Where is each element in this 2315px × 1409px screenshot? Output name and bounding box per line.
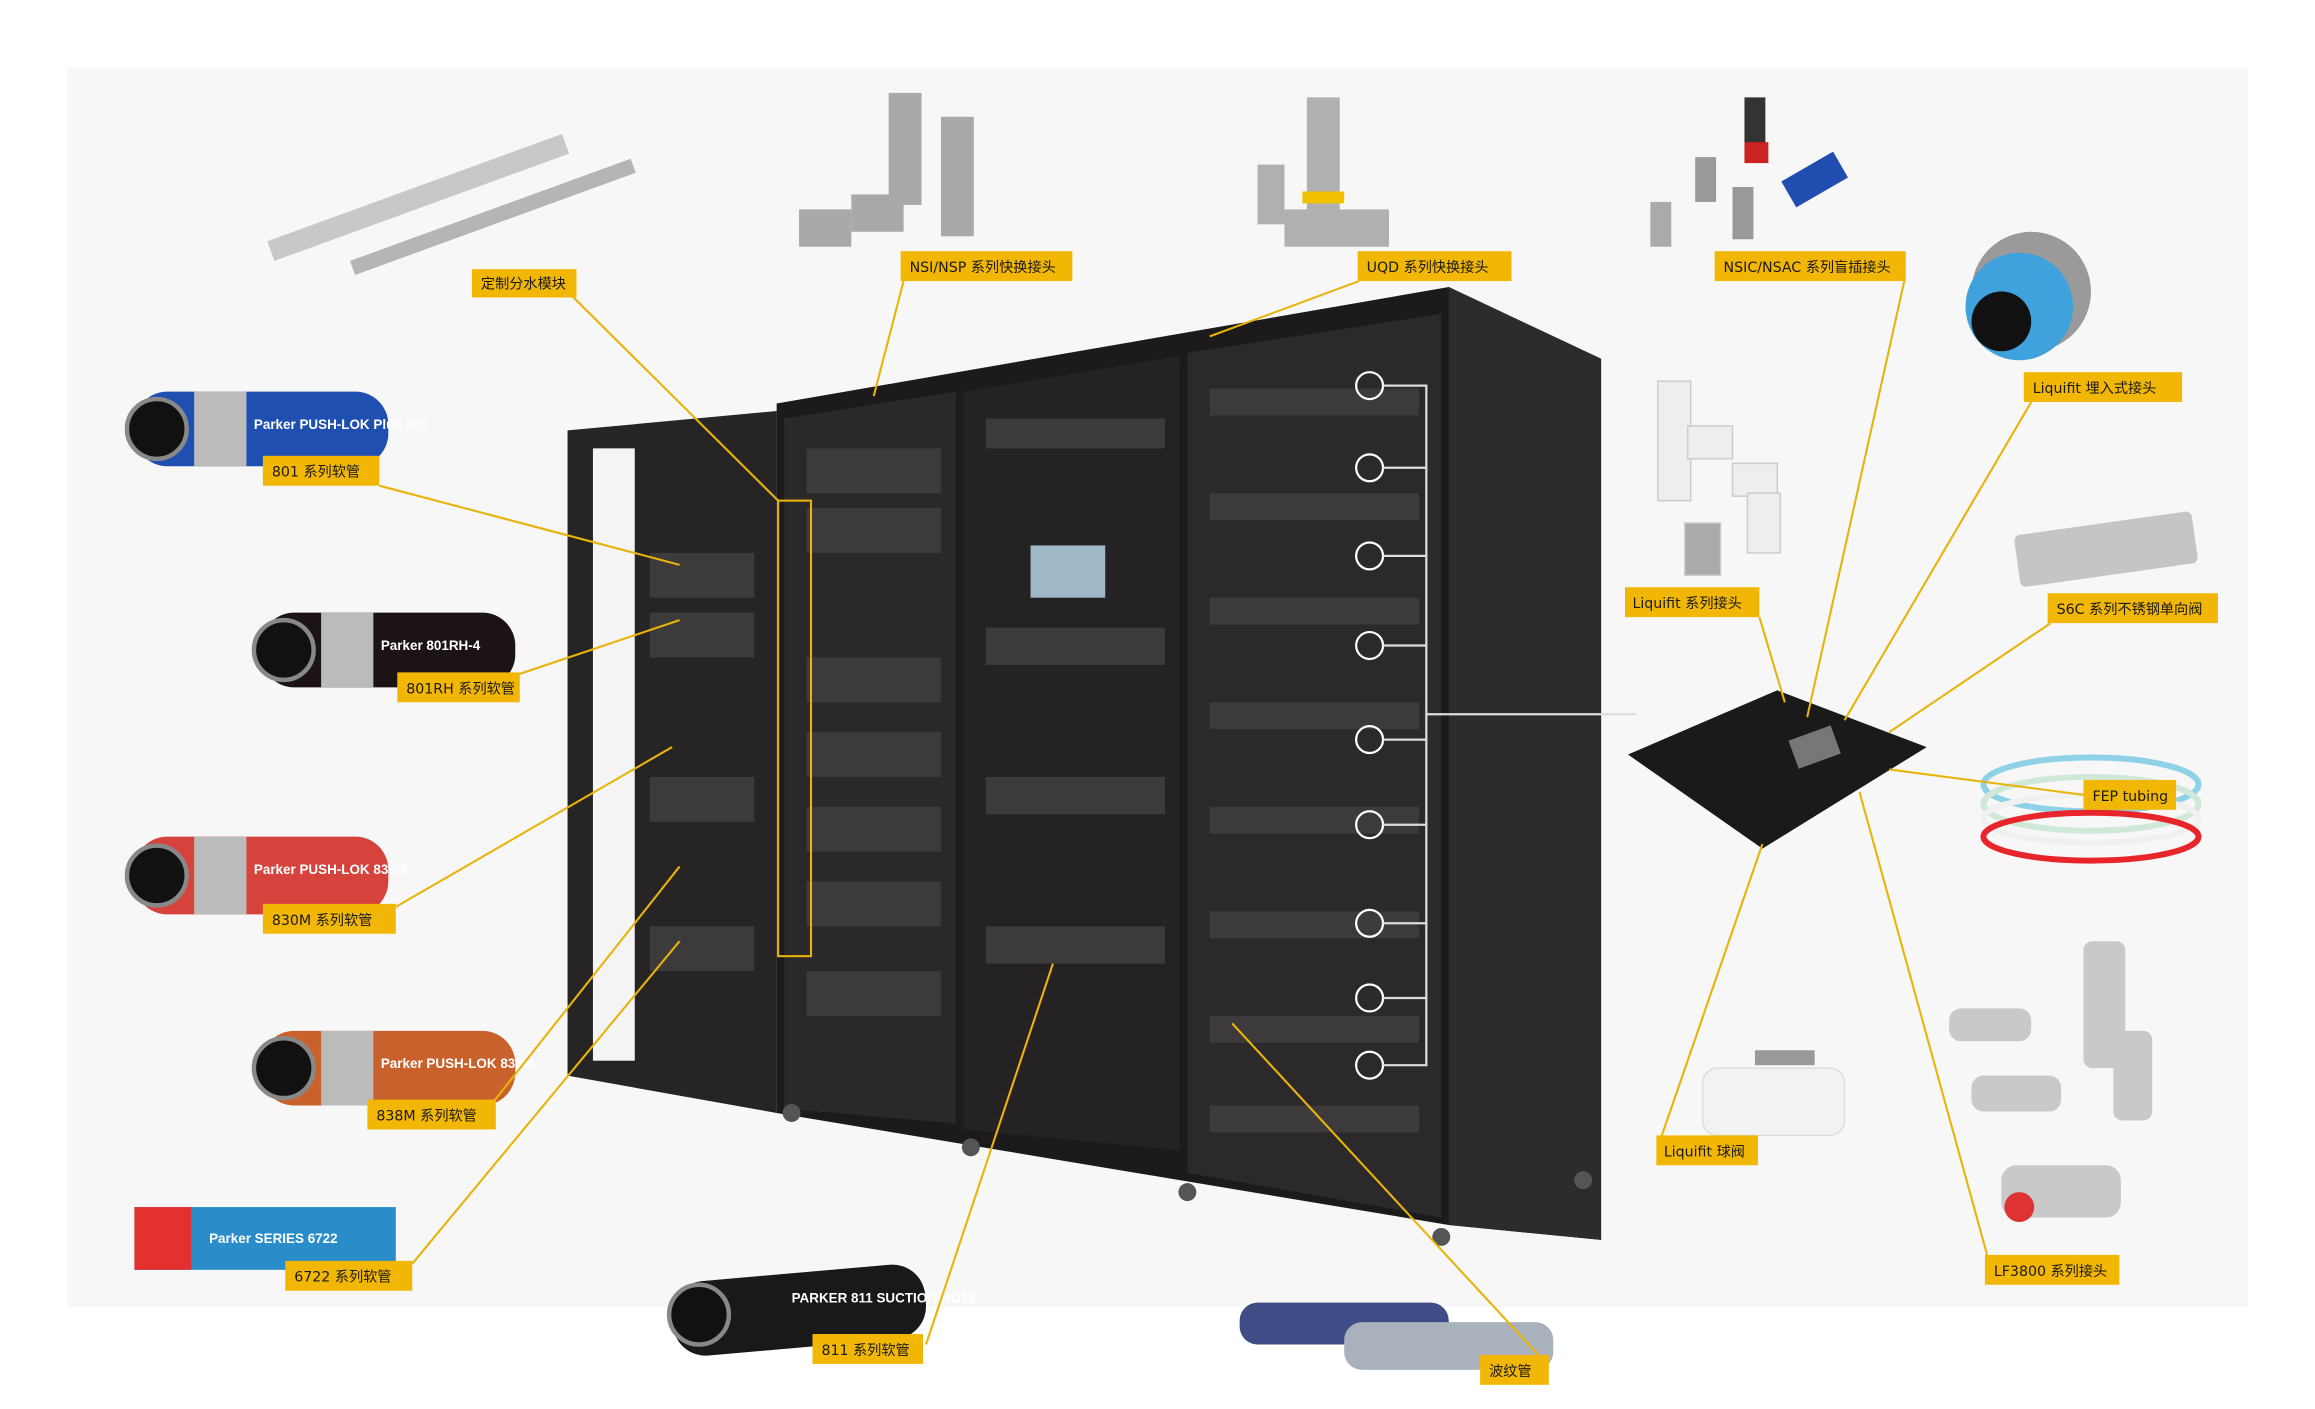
label-nsic-nsac: NSIC/NSAC 系列盲插接头 <box>1714 251 1906 282</box>
hose-801: Parker PUSH-LOK Plus 801 <box>124 391 429 467</box>
leader-lines <box>379 280 2084 1356</box>
svg-text:801RH 系列软管: 801RH 系列软管 <box>406 681 515 697</box>
svg-text:波纹管: 波纹管 <box>1489 1364 1532 1380</box>
manifold-image <box>267 133 636 275</box>
label-hose-830m: 830M 系列软管 <box>262 903 396 934</box>
svg-text:6722 系列软管: 6722 系列软管 <box>294 1270 391 1286</box>
svg-text:838M 系列软管: 838M 系列软管 <box>376 1108 476 1124</box>
hose-838m: Parker PUSH-LOK 838M <box>251 1030 534 1106</box>
ball-valve-image <box>1701 1050 1846 1137</box>
hose-801rh: Parker 801RH-4 <box>251 612 516 688</box>
svg-text:NSIC/NSAC 系列盲插接头: NSIC/NSAC 系列盲插接头 <box>1724 259 1891 276</box>
hose-print: Parker PUSH-LOK 838M <box>381 1056 534 1071</box>
rack-3 <box>1187 313 1442 1218</box>
fep-tubing-image <box>1980 754 2202 864</box>
hose-print: Parker PUSH-LOK 830M <box>254 862 407 877</box>
label-liquifit-fittings: Liquifit 系列接头 <box>1624 587 1760 618</box>
svg-text:FEP tubing: FEP tubing <box>2092 789 2168 805</box>
label-hose-801: 801 系列软管 <box>262 455 380 486</box>
liquifit-fittings-image <box>1657 380 1782 577</box>
s6c-valve-image <box>2014 511 2198 587</box>
label-liquifit-ball-valve: Liquifit 球阀 <box>1656 1135 1758 1166</box>
lf3800-image <box>1949 941 2153 1223</box>
manifold-bracket <box>777 499 813 958</box>
hose-6722: Parker SERIES 6722 <box>134 1207 396 1270</box>
liquifit-embedded-image <box>1965 231 2091 361</box>
server-units <box>649 388 1419 1133</box>
motherboard-image <box>1627 690 1927 849</box>
uqd-image <box>1257 97 1389 247</box>
label-hose-811: 811 系列软管 <box>812 1334 924 1364</box>
svg-text:定制分水模块: 定制分水模块 <box>481 277 566 293</box>
hose-print: Parker SERIES 6722 <box>209 1231 338 1246</box>
rack-2 <box>963 355 1180 1151</box>
svg-text:830M 系列软管: 830M 系列软管 <box>272 913 372 929</box>
svg-text:NSI/NSP 系列快换接头: NSI/NSP 系列快换接头 <box>910 259 1056 276</box>
svg-text:LF3800 系列接头: LF3800 系列接头 <box>1994 1263 2107 1280</box>
nsi-nsp-image <box>799 92 974 247</box>
svg-text:Liquifit 系列接头: Liquifit 系列接头 <box>1632 595 1741 612</box>
callout-markers <box>1355 371 1636 1080</box>
label-fep: FEP tubing <box>2083 779 2177 810</box>
hose-811: PARKER 811 SUCTION HOSE <box>666 1264 979 1356</box>
label-lf3800: LF3800 系列接头 <box>1984 1254 2120 1285</box>
caster-wheels <box>782 1104 1593 1246</box>
label-hose-801rh: 801RH 系列软管 <box>397 672 520 703</box>
svg-text:801 系列软管: 801 系列软管 <box>272 465 360 481</box>
product-images <box>267 92 2202 1370</box>
hose-print: PARKER 811 SUCTION HOSE <box>792 1291 979 1306</box>
label-liquifit-embedded: Liquifit 埋入式接头 <box>2023 372 2183 403</box>
svg-text:S6C 系列不锈钢单向阀: S6C 系列不锈钢单向阀 <box>2057 602 2203 618</box>
label-hose-838m: 838M 系列软管 <box>367 1099 496 1130</box>
svg-text:811 系列软管: 811 系列软管 <box>821 1343 909 1359</box>
hose-830m: Parker PUSH-LOK 830M <box>124 836 407 915</box>
label-manifold: 定制分水模块 <box>471 269 577 298</box>
hose-print: Parker PUSH-LOK Plus 801 <box>254 417 429 432</box>
svg-text:Liquifit 埋入式接头: Liquifit 埋入式接头 <box>2033 380 2157 397</box>
svg-text:UQD 系列快换接头: UQD 系列快换接头 <box>1367 259 1489 276</box>
server-cabinet <box>567 287 1602 1246</box>
label-uqd: UQD 系列快换接头 <box>1357 251 1512 282</box>
label-nsi-nsp: NSI/NSP 系列快换接头 <box>900 251 1073 282</box>
label-s6c: S6C 系列不锈钢单向阀 <box>2047 593 2218 624</box>
rack-display <box>1030 545 1106 598</box>
svg-text:Liquifit 球阀: Liquifit 球阀 <box>1664 1144 1745 1160</box>
hose-print: Parker 801RH-4 <box>381 638 481 653</box>
label-hose-6722: 6722 系列软管 <box>285 1260 413 1291</box>
cabinet-side <box>1448 287 1602 1240</box>
label-corrugated: 波纹管 <box>1480 1354 1549 1385</box>
nsic-nsac-image <box>1650 97 1848 247</box>
